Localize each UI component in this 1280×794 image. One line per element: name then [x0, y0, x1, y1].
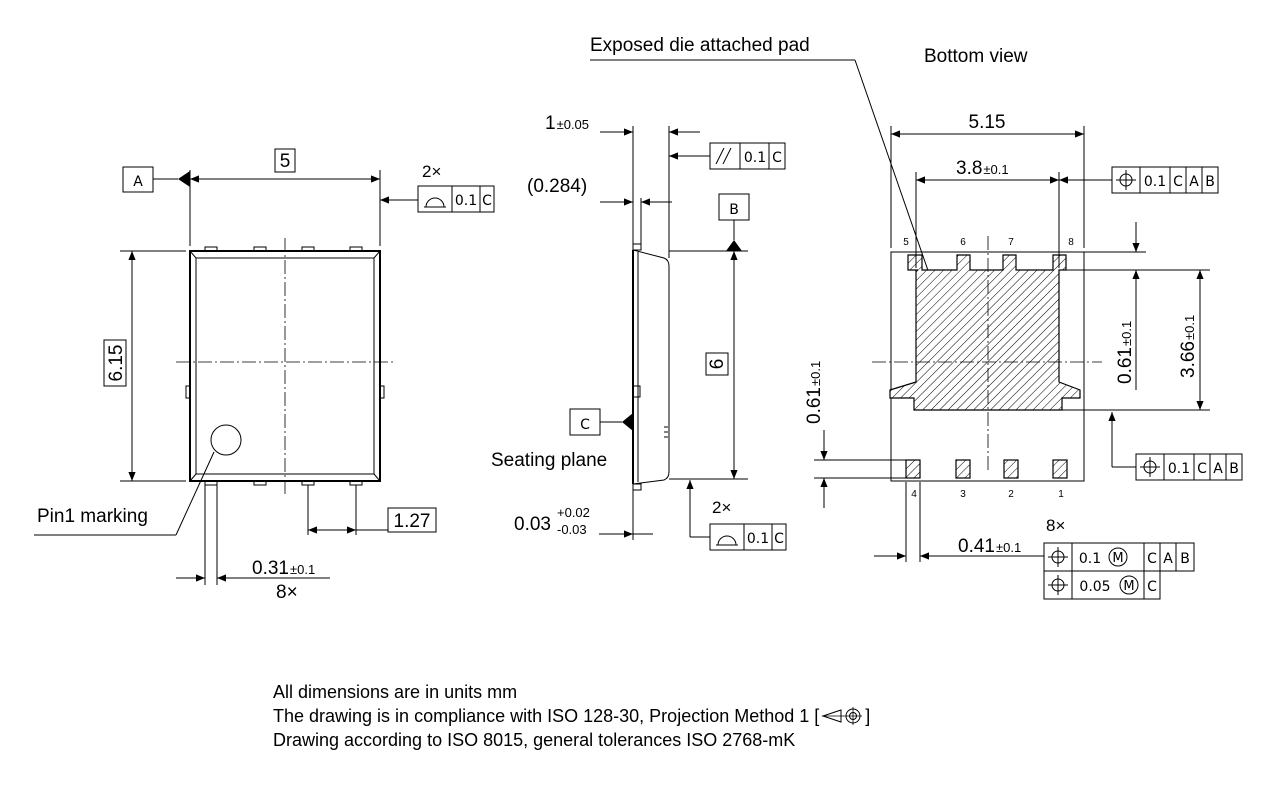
dim-pad-width: 3.8±0.1 — [956, 158, 1009, 179]
drawing-notes: All dimensions are in units mm The drawi… — [273, 680, 870, 752]
dim-standoff: 0.03 — [514, 514, 551, 535]
projection-method-icon — [821, 707, 863, 725]
dim-width: 5 — [280, 151, 291, 172]
dim-bottom-width: 5.15 — [969, 112, 1006, 133]
parallel-icon — [715, 147, 725, 165]
svg-text:0.1: 0.1 — [1144, 174, 1166, 190]
dim-pad-height: 3.66±0.1 — [1178, 315, 1199, 378]
svg-text:0.1: 0.1 — [1168, 461, 1190, 477]
lead-tab — [204, 480, 218, 486]
bottom-outline — [890, 251, 1085, 482]
svg-text:8: 8 — [1068, 237, 1074, 248]
svg-text:C: C — [1173, 174, 1183, 190]
pin1-label: Pin1 marking — [37, 506, 148, 527]
svg-text:8×: 8× — [1046, 516, 1065, 535]
svg-text:B: B — [1205, 174, 1215, 190]
package-body-inner — [195, 257, 375, 475]
svg-text:+0.02: +0.02 — [557, 505, 590, 520]
svg-text:0.1: 0.1 — [744, 150, 766, 166]
bottom-view: Bottom view Exposed die attached pad 5 6… — [590, 35, 1243, 600]
note-projection: The drawing is in compliance with ISO 12… — [273, 706, 871, 726]
svg-text:C: C — [1147, 579, 1157, 595]
svg-text:A: A — [1163, 551, 1173, 567]
land-pin1 — [1052, 459, 1068, 479]
dim-thickness: 1±0.05 — [545, 113, 589, 134]
exposed-pad-label: Exposed die attached pad — [590, 35, 810, 56]
profile-surface-icon — [424, 197, 446, 208]
svg-text:0.1: 0.1 — [1079, 551, 1101, 567]
svg-text:C: C — [482, 193, 492, 209]
seating-plane-label: Seating plane — [491, 450, 607, 471]
svg-text:M: M — [1123, 579, 1134, 594]
datum-c: C — [580, 417, 590, 433]
datum-b: B — [729, 202, 739, 218]
note-standard: Drawing according to ISO 8015, general t… — [273, 730, 796, 750]
dim-lead-width: 0.31±0.1 — [252, 558, 315, 579]
bottom-view-label: Bottom view — [924, 46, 1028, 67]
svg-text:M: M — [1112, 551, 1123, 566]
side-view: 1±0.05 0.1 C (0.284) B 6 C Seating plane — [491, 113, 787, 551]
datum-c-box — [569, 408, 601, 436]
dim-land-top: 0.61±0.1 — [1115, 321, 1136, 384]
svg-text:6: 6 — [960, 237, 966, 248]
dim-pitch: 1.27 — [394, 511, 431, 532]
datum-a-box — [122, 166, 154, 193]
svg-text:-0.03: -0.03 — [557, 522, 587, 537]
note-units: All dimensions are in units mm — [273, 682, 518, 702]
dim-standoff-ref: (0.284) — [527, 176, 587, 197]
lead-tab — [253, 480, 267, 486]
svg-text:4: 4 — [911, 489, 917, 500]
qty-2x: 2× — [422, 162, 441, 181]
dim-height: 6.15 — [106, 345, 127, 382]
svg-text:0.1: 0.1 — [747, 531, 769, 547]
dim-land-bottom: 0.61±0.1 — [804, 361, 825, 424]
mmc-icon — [1108, 547, 1128, 567]
svg-text:1: 1 — [1058, 489, 1064, 500]
svg-text:7: 7 — [1008, 237, 1014, 248]
svg-text:C: C — [1147, 551, 1157, 567]
svg-text:A: A — [1189, 174, 1199, 190]
lead-tab — [253, 246, 267, 252]
lead-tab — [349, 246, 363, 252]
side-profile — [632, 249, 670, 485]
svg-text:3: 3 — [960, 489, 966, 500]
svg-text:A: A — [1213, 461, 1223, 477]
svg-text:C: C — [772, 150, 782, 166]
datum-triangle — [178, 171, 190, 187]
profile-surface-icon — [716, 535, 738, 546]
top-view: Pin1 marking 5 A 2× 0.1 C 6.15 1.27 — [34, 148, 495, 603]
pin1-marking-circle — [210, 424, 242, 456]
land-pin3 — [955, 459, 971, 479]
dim-lead-count: 8× — [276, 582, 298, 603]
svg-text:2: 2 — [1008, 489, 1014, 500]
svg-text:0.1: 0.1 — [455, 193, 477, 209]
exposed-pad — [889, 254, 1081, 411]
dim-lead-bottom: 0.41±0.1 — [958, 536, 1021, 557]
land-pin4 — [905, 459, 921, 479]
svg-text:2×: 2× — [712, 498, 731, 517]
lead-tab — [204, 246, 218, 252]
dim-height-side: 6 — [707, 359, 728, 370]
svg-text:0.05: 0.05 — [1079, 579, 1110, 595]
datum-a: A — [133, 174, 143, 190]
svg-text:5: 5 — [903, 237, 909, 248]
svg-text:C: C — [1197, 461, 1207, 477]
land-pin2 — [1003, 459, 1019, 479]
svg-text:B: B — [1180, 551, 1190, 567]
svg-text:C: C — [774, 531, 784, 547]
mmc-icon — [1119, 575, 1139, 595]
tolerance-frame-parallel — [709, 142, 786, 170]
svg-text:B: B — [1229, 461, 1239, 477]
lead-tab — [301, 246, 315, 252]
